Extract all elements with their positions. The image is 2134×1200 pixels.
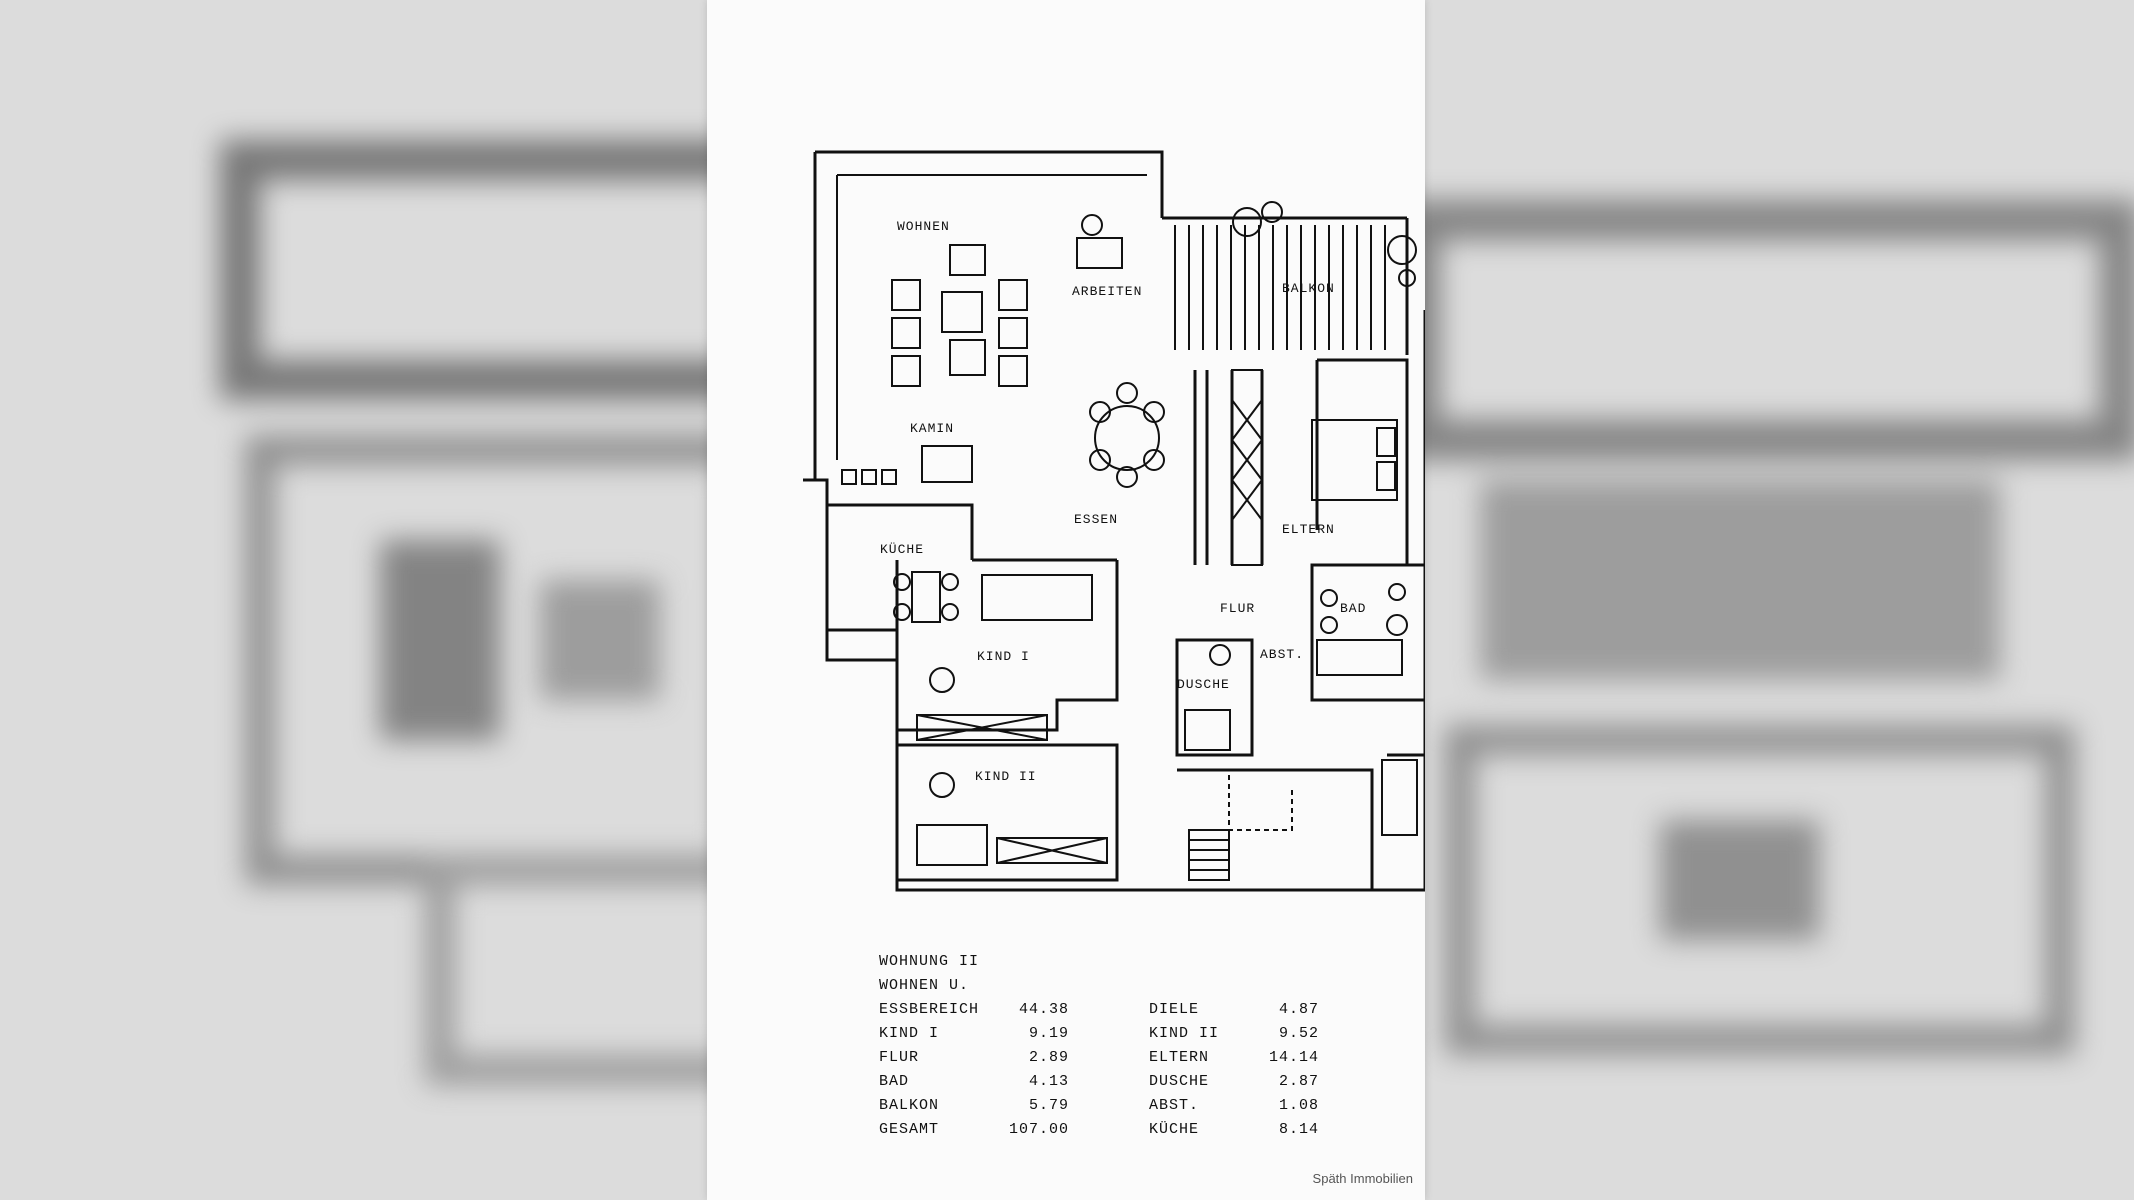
area-row: KIND I 9.19 KIND II 9.52 [879, 1022, 1319, 1046]
room-label-bad: BAD [1340, 601, 1366, 616]
living-furniture [841, 214, 1418, 881]
floorplan-page: WOHNEN ARBEITEN BALKON KAMIN ESSEN ELTER… [707, 0, 1425, 1200]
credit-watermark: Späth Immobilien [1312, 1171, 1413, 1186]
area-value: 9.19 [1029, 1025, 1070, 1042]
area-value: 4.87 [1279, 1001, 1320, 1018]
floor-plan: WOHNEN ARBEITEN BALKON KAMIN ESSEN ELTER… [803, 150, 1425, 892]
area-row: BALKON 5.79 ABST. 1.08 [879, 1094, 1319, 1118]
area-value: 14.14 [1269, 1049, 1320, 1066]
area-name: KIND II [1149, 1025, 1220, 1042]
area-value: 1.08 [1279, 1097, 1320, 1114]
area-name: ESSBEREICH [879, 1001, 980, 1018]
area-row: ESSBEREICH 44.38 DIELE 4.87 [879, 998, 1319, 1022]
area-name: DIELE [1149, 1001, 1200, 1018]
room-label-essen: ESSEN [1074, 512, 1118, 527]
plant-icon [1232, 201, 1417, 287]
area-name: ELTERN [1149, 1049, 1210, 1066]
area-table: WOHNUNG II WOHNEN U. ESSBEREICH 44.38 DI… [879, 950, 1419, 1142]
area-table-title: WOHNUNG II [879, 953, 980, 970]
area-row: GESAMT 107.00 KÜCHE 8.14 [879, 1118, 1319, 1142]
room-label-eltern: ELTERN [1282, 522, 1335, 537]
area-table-subtitle: WOHNEN U. [879, 977, 970, 994]
area-name: BAD [879, 1073, 910, 1090]
wall-top [815, 150, 1164, 218]
area-row: BAD 4.13 DUSCHE 2.87 [879, 1070, 1319, 1094]
area-name: KÜCHE [1149, 1121, 1200, 1138]
area-name: KIND I [879, 1025, 940, 1042]
area-value: 2.87 [1279, 1073, 1320, 1090]
area-value: 2.89 [1029, 1049, 1070, 1066]
wall-left-kitchen [803, 478, 897, 662]
area-value: 44.38 [1019, 1001, 1070, 1018]
area-name: ABST. [1149, 1097, 1200, 1114]
room-label-kueche: KÜCHE [880, 542, 924, 557]
room-label-dusche: DUSCHE [1177, 677, 1230, 692]
area-value: 5.79 [1029, 1097, 1070, 1114]
area-name: GESAMT [879, 1121, 940, 1138]
area-name: FLUR [879, 1049, 920, 1066]
blurred-plan-left [220, 140, 860, 1085]
area-value: 107.00 [1009, 1121, 1070, 1138]
room-label-balkon: BALKON [1282, 281, 1335, 296]
room-label-kind-2: KIND II [975, 769, 1037, 784]
area-value: 8.14 [1279, 1121, 1320, 1138]
room-label-flur: FLUR [1220, 601, 1255, 616]
room-label-wohnen: WOHNEN [897, 219, 950, 234]
room-label-kind-1: KIND I [977, 649, 1030, 664]
blurred-plan-right [1400, 200, 2134, 1055]
room-label-kamin: KAMIN [910, 421, 954, 436]
area-value: 4.13 [1029, 1073, 1070, 1090]
area-name: DUSCHE [1149, 1073, 1210, 1090]
area-row: FLUR 2.89 ELTERN 14.14 [879, 1046, 1319, 1070]
area-list: ESSBEREICH 44.38 DIELE 4.87 KIND I 9.19 … [879, 998, 1319, 1142]
area-value: 9.52 [1279, 1025, 1320, 1042]
balcony-hatching [1174, 225, 1386, 350]
wall-left-lower [895, 660, 1425, 892]
area-name: BALKON [879, 1097, 940, 1114]
room-label-arbeiten: ARBEITEN [1072, 284, 1142, 299]
room-label-abst: ABST. [1260, 647, 1304, 662]
